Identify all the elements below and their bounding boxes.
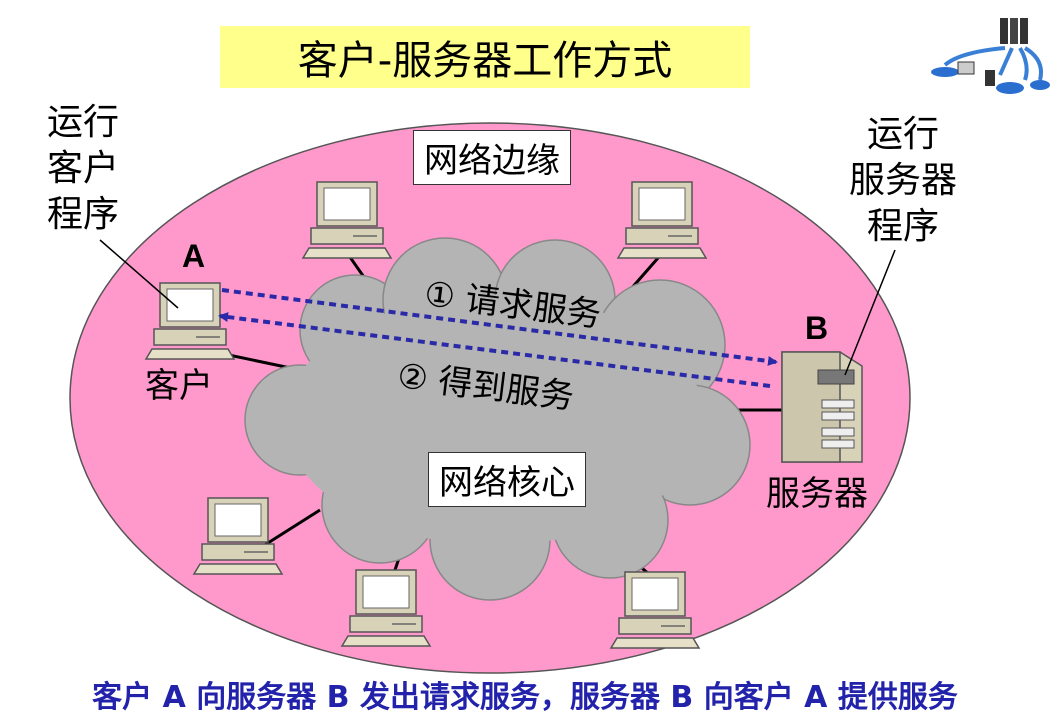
request-arrow [221, 288, 778, 366]
client-program-label: 运行客户程序 [38, 100, 128, 238]
page-title: 客户-服务器工作方式 [220, 26, 750, 88]
label-line: 客户 [46, 148, 119, 189]
server-program-pointer [844, 249, 896, 376]
label-line: 程序 [866, 206, 939, 247]
label-line: 运行 [866, 114, 939, 155]
label-line: 服务器 [848, 160, 957, 201]
client-label: 客户 [145, 366, 213, 406]
caption: 客户 A 向服务器 B 发出请求服务，服务器 B 向客户 A 提供服务 [92, 680, 958, 715]
host-a-letter: A [182, 238, 206, 274]
host-b-letter: B [805, 310, 829, 346]
network-core-label: 网络核心 [428, 452, 586, 507]
network-logo-icon [931, 18, 1050, 94]
label-line: 程序 [46, 194, 119, 235]
server-icon [781, 351, 863, 463]
label-line: 运行 [46, 102, 119, 143]
server-label: 服务器 [766, 474, 868, 514]
server-program-label: 运行服务器程序 [838, 112, 968, 250]
response-arrow [218, 312, 771, 388]
network-edge-label: 网络边缘 [413, 130, 571, 185]
client-program-pointer [99, 239, 179, 309]
